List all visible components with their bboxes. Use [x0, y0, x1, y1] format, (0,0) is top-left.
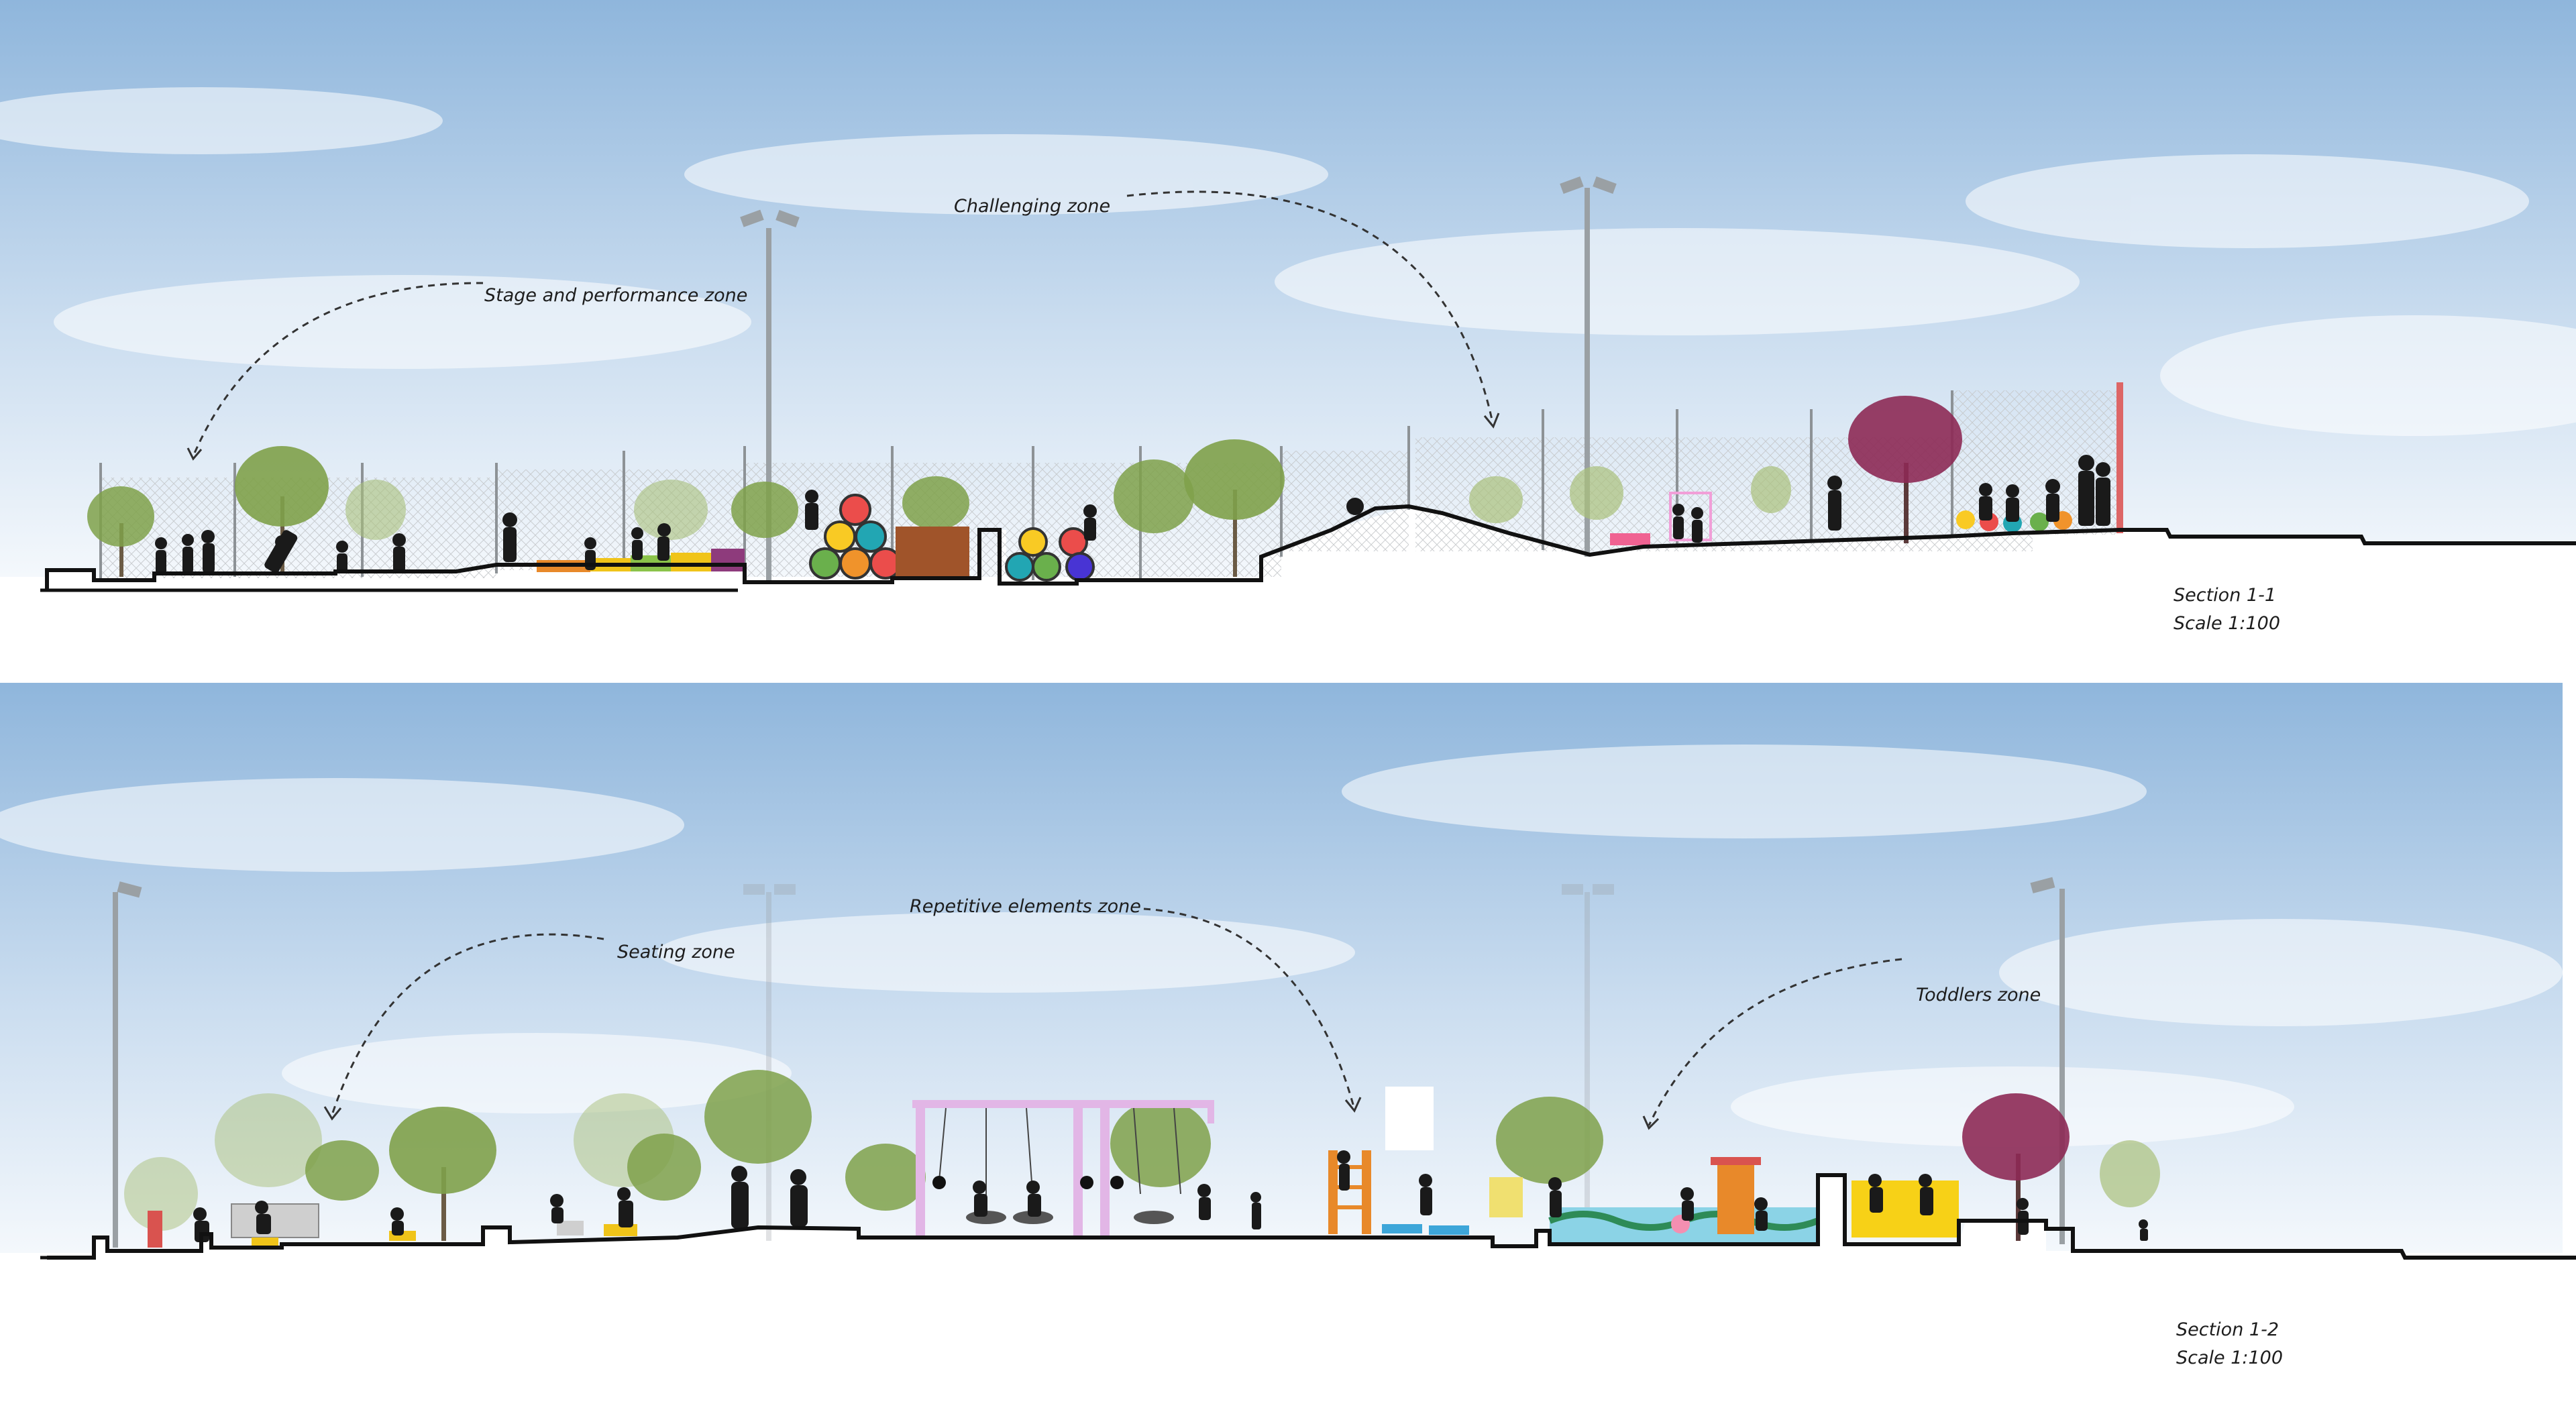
section-1-title: Section 1-1 [2174, 585, 2276, 606]
zone-label-challenging: Challenging zone [954, 196, 1111, 217]
clouds [0, 87, 2576, 436]
trees [87, 396, 1962, 577]
people-silhouettes [155, 455, 2110, 574]
section-2-title: Section 1-2 [2176, 1319, 2279, 1340]
arrow-toddlers-zone [1648, 958, 1902, 1126]
white-panel [1385, 1087, 1434, 1150]
fence-far-right [1952, 390, 2120, 535]
light-pole-1 [740, 209, 800, 584]
section-1-2-drawing [0, 683, 2576, 1428]
section-1-1: Stage and performance zone Challenging z… [0, 0, 2576, 671]
light-pole-2 [1560, 176, 1617, 557]
zone-label-repetitive: Repetitive elements zone [910, 896, 1141, 917]
wooden-box [896, 527, 969, 580]
light-pole-left [113, 881, 142, 1248]
section-1-caption: Section 1-1 Scale 1:100 [2174, 582, 2280, 638]
ground-profile [47, 1173, 2576, 1260]
section-1-2: Seating zone Repetitive elements zone To… [0, 671, 2576, 1428]
people-silhouettes [193, 1150, 2148, 1242]
section-2-caption: Section 1-2 Scale 1:100 [2176, 1316, 2283, 1372]
section-1-scale: Scale 1:100 [2174, 613, 2281, 634]
faded-poles [743, 884, 1614, 1241]
arrow-stage-zone [192, 282, 484, 457]
arrow-seating-zone [331, 933, 604, 1115]
zone-label-seating: Seating zone [617, 942, 735, 963]
clouds [0, 745, 2563, 1147]
ladder-right [1362, 1150, 1371, 1234]
ground-mass [0, 1175, 2576, 1428]
tire-pyramid-1 [809, 494, 902, 580]
ground-profile [45, 504, 2576, 590]
zone-label-stage: Stage and performance zone [484, 285, 748, 306]
trees [124, 1070, 2160, 1241]
light-pole-right [2030, 877, 2065, 1244]
play-equipment [537, 382, 2123, 582]
swing-set [912, 1100, 1214, 1238]
tire-pyramid-2 [1005, 527, 1095, 582]
fence-ramp [1281, 451, 1409, 551]
arrow-repetitive-zone [1143, 908, 1355, 1107]
section-2-scale: Scale 1:100 [2176, 1348, 2284, 1368]
ladder-left [1328, 1150, 1338, 1234]
zone-label-toddlers: Toddlers zone [1916, 985, 2041, 1005]
section-1-1-drawing [0, 0, 2576, 671]
